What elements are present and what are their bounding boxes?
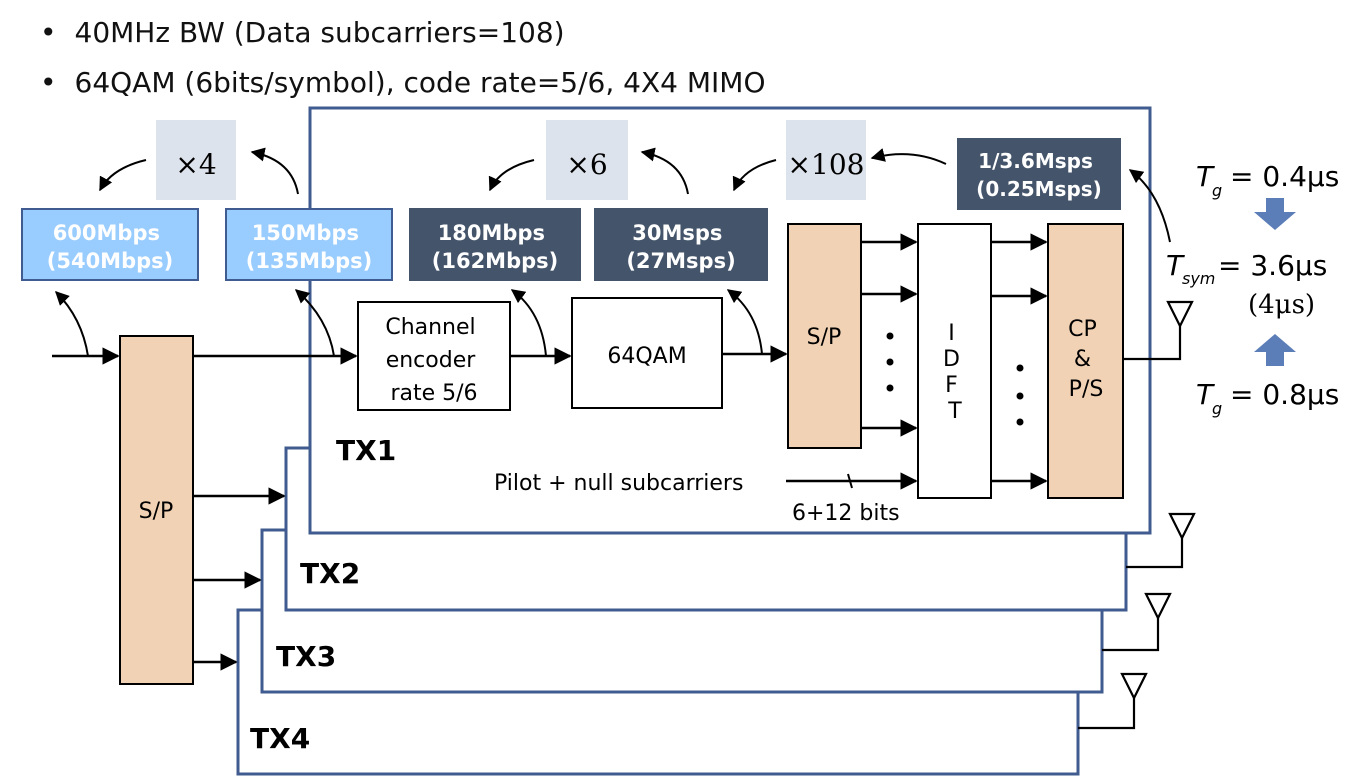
bullet-modulation: 64QAM (6bits/symbol), code rate=5/6, 4X4… (40, 58, 766, 108)
channel-encoder-block (357, 301, 511, 411)
antenna-tx1 (1123, 300, 1194, 361)
rate-box-600 (21, 208, 199, 281)
svg-text:g: g (1212, 399, 1222, 418)
inner-sp-label: S/P (807, 325, 842, 350)
rate-box-150 (225, 208, 393, 281)
channel-encoder-label: Channel encoder rate 5/6 (385, 315, 482, 406)
bullet-list: 40MHz BW (Data subcarriers=108) 64QAM (6… (40, 8, 766, 108)
rate-180-label: 180Mbps (162Mbps) (432, 221, 559, 273)
svg-text:T: T (1196, 160, 1215, 193)
cp-ps-block (1047, 223, 1124, 499)
outer-sp-block (119, 335, 194, 685)
svg-text:T: T (1196, 378, 1215, 411)
multiplier-x108-box (786, 120, 866, 200)
antenna-tx3 (1102, 592, 1172, 652)
curved-arrows (55, 147, 1171, 357)
antenna-tx4 (1078, 672, 1148, 730)
qam-label: 64QAM (607, 344, 686, 369)
multiplier-x4: ×4 (175, 148, 216, 181)
bullet-bandwidth: 40MHz BW (Data subcarriers=108) (40, 8, 765, 58)
bits-label: 6+12 bits (792, 501, 900, 526)
svg-text:T: T (1166, 249, 1185, 282)
svg-text:= 0.4μs: = 0.4μs (1230, 160, 1339, 193)
pilot-label: Pilot + null subcarriers (494, 471, 743, 496)
timing-arrow-up (1254, 334, 1296, 366)
rate-box-180 (409, 208, 581, 281)
inner-sp-block (787, 223, 862, 449)
idft-block (917, 223, 992, 499)
svg-text:= 3.6μs: = 3.6μs (1218, 249, 1327, 282)
tsym-alt: (4μs) (1248, 290, 1315, 320)
rate-600-label: 600Mbps (540Mbps) (47, 221, 174, 273)
multiplier-x108: ×108 (788, 148, 865, 181)
tx4-label: TX4 (250, 722, 310, 755)
qam-block (571, 297, 723, 409)
rate-box-30 (594, 208, 768, 281)
tx2-label: TX2 (300, 557, 360, 590)
tg-long: T g = 0.8μs (1196, 378, 1339, 418)
svg-text:g: g (1212, 181, 1222, 200)
outer-sp-label: S/P (139, 499, 174, 524)
multiplier-x6: ×6 (566, 148, 607, 181)
multiplier-x6-box (546, 120, 628, 200)
multiplier-x4-box (156, 120, 236, 200)
tsym: T sym = 3.6μs (1166, 249, 1327, 288)
rate-symbol-label: 1/3.6Msps (0.25Msps) (976, 149, 1102, 201)
rate-30-label: 30Msps (27Msps) (626, 221, 735, 273)
antenna-tx2 (1126, 512, 1196, 569)
timing-arrow-down (1254, 198, 1296, 230)
tx1-label: TX1 (336, 434, 396, 467)
tx3-label: TX3 (276, 640, 336, 673)
rate-150-label: 150Mbps (135Mbps) (246, 221, 373, 273)
cp-ps-label: CP & P/S (1068, 317, 1104, 402)
svg-text:sym: sym (1182, 269, 1215, 288)
svg-text:= 0.8μs: = 0.8μs (1230, 378, 1339, 411)
rate-box-symbol (957, 138, 1121, 210)
tg-short: T g = 0.4μs (1196, 160, 1339, 200)
idft-label: I D F T (943, 321, 967, 424)
